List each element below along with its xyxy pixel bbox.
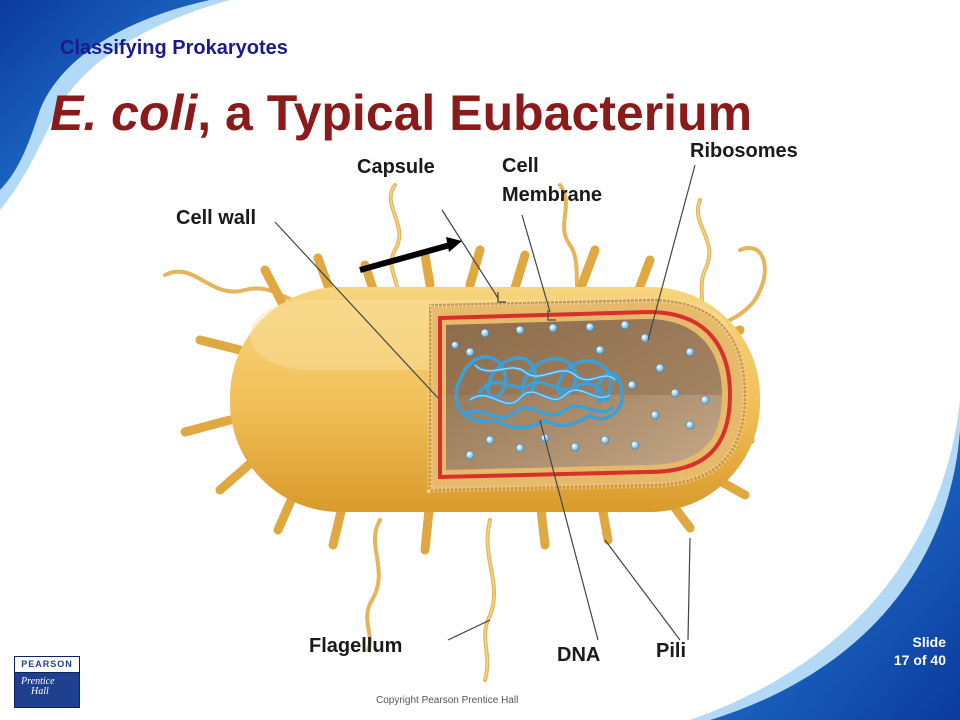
- label-flagellum: Flagellum: [309, 635, 403, 657]
- slide-number-count: 17 of 40: [893, 652, 946, 668]
- label-cell-membrane-line2: Membrane: [502, 184, 603, 206]
- slide-number: Slide 17 of 40: [894, 633, 946, 669]
- slide-number-label: Slide: [912, 634, 946, 650]
- cell-membrane-layer: [438, 309, 733, 480]
- leader-lines: [274, 164, 696, 641]
- ribosomes: [451, 320, 710, 460]
- title-italic: E. coli: [50, 85, 198, 141]
- label-pili: Pili: [656, 640, 687, 662]
- bottom-right-swoosh: [710, 430, 960, 720]
- arrow-pointer: [359, 237, 462, 273]
- logo-line2: Hall: [31, 686, 49, 697]
- label-ribosomes: Ribosomes: [690, 140, 798, 162]
- label-capsule: Capsule: [357, 156, 435, 178]
- copyright-text: Copyright Pearson Prentice Hall: [376, 695, 519, 706]
- slide-title: E. coli, a Typical Eubacterium: [50, 84, 752, 142]
- label-cell-wall: Cell wall: [176, 207, 257, 229]
- top-left-swoosh: [0, 0, 210, 190]
- section-title: Classifying Prokaryotes: [60, 37, 288, 59]
- label-cell-membrane-line1: Cell: [502, 155, 539, 177]
- title-rest: , a Typical Eubacterium: [197, 85, 753, 141]
- label-dna: DNA: [557, 644, 601, 666]
- logo-pearson-text: PEARSON: [21, 659, 73, 669]
- logo-line1: Prentice: [21, 676, 55, 687]
